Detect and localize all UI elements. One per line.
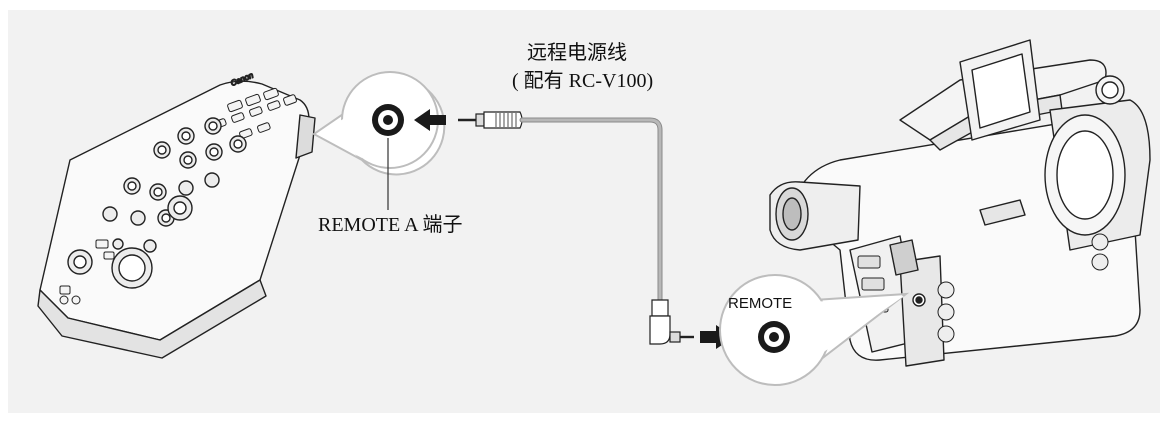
remote-jack-icon <box>758 321 790 353</box>
cable-label-line1: 远程电源线 <box>527 42 627 64</box>
remote-power-cable <box>458 111 694 345</box>
remote-callout <box>719 274 910 386</box>
remote-a-terminal-label: REMOTE A 端子 <box>318 214 463 236</box>
remote-a-callout <box>312 71 446 210</box>
arrow-left-icon <box>414 109 446 131</box>
cable-label-line2: ( 配有 RC-V100) <box>512 70 654 92</box>
remote-a-jack-icon <box>372 104 404 136</box>
remote-controller: Canon <box>37 70 316 359</box>
remote-terminal-label: REMOTE <box>728 295 793 312</box>
arrow-right-icon <box>700 325 734 349</box>
